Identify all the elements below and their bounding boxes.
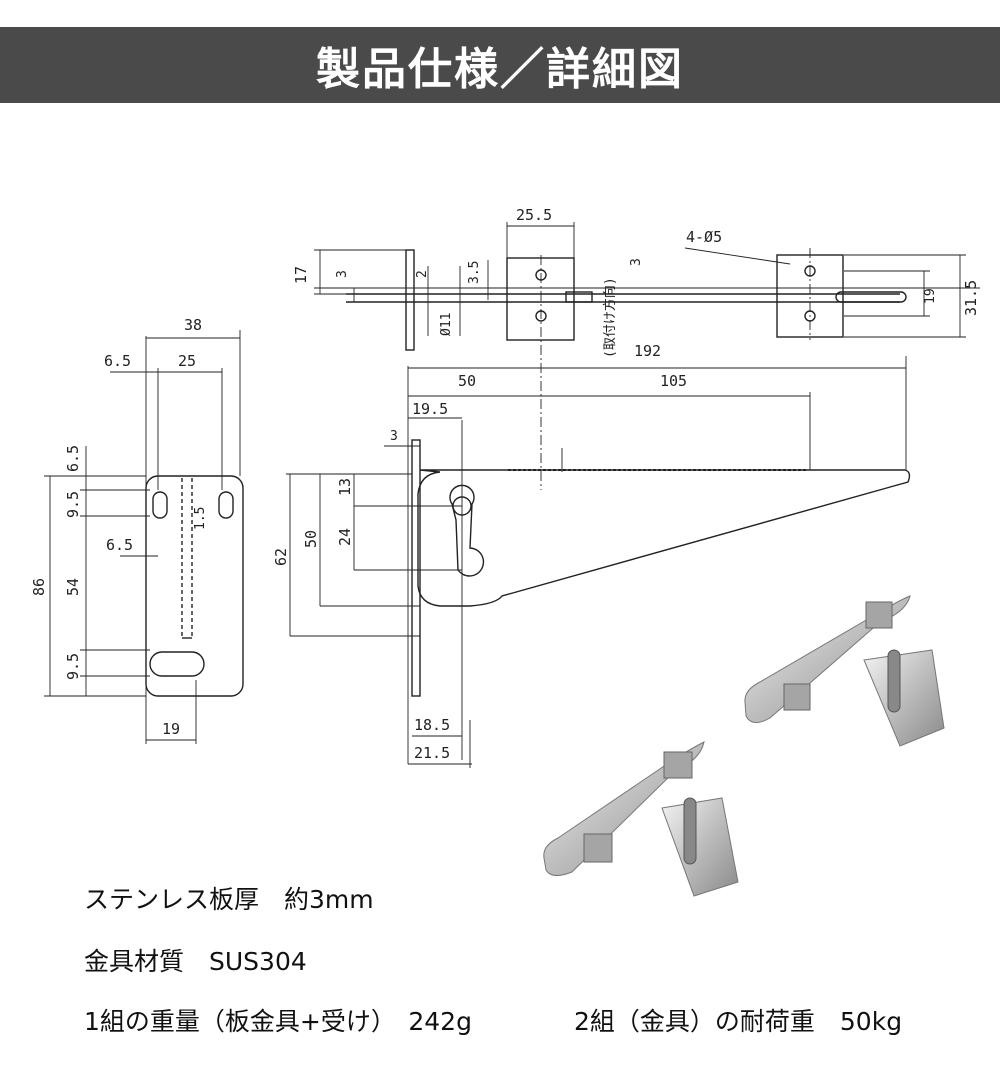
dim-19-bottom: 19	[162, 720, 180, 738]
dim-3-top: 3	[335, 270, 350, 278]
spec-load-capacity: 2組（金具）の耐荷重 50kg	[574, 1007, 903, 1036]
dim-86: 86	[30, 578, 48, 596]
dim-21-5: 21.5	[414, 744, 450, 762]
dim-3-thickness: 3	[629, 258, 644, 266]
dim-4-phi-5: 4-Ø5	[686, 228, 722, 246]
dim-38: 38	[184, 316, 202, 334]
dim-192: 192	[634, 342, 661, 360]
product-photo-set-1	[744, 595, 945, 747]
product-photo-set-2	[543, 741, 739, 897]
dim-phi-11: Ø11	[439, 313, 454, 336]
dim-105: 105	[660, 372, 687, 390]
dim-6-5-left: 6.5	[64, 445, 82, 472]
dim-direction: (取付け方向)	[602, 277, 618, 358]
side-view	[286, 356, 911, 768]
page-title: 製品仕様／詳細図	[316, 44, 684, 95]
front-slot-bottom	[149, 651, 205, 677]
dim-13: 13	[336, 478, 354, 496]
top-bracket-plate	[506, 257, 575, 341]
dim-9-5-top: 9.5	[64, 491, 82, 518]
bracket-back-plate	[411, 439, 421, 697]
dim-25: 25	[178, 352, 196, 370]
dim-slot-mark: 1.5	[193, 507, 208, 530]
dim-2: 2	[415, 270, 430, 278]
spec-material: 金具材質 SUS304	[84, 947, 307, 976]
front-hole-left	[152, 491, 168, 519]
dim-3-5: 3.5	[467, 261, 482, 284]
dim-3-side: 3	[390, 429, 398, 444]
dim-24: 24	[336, 528, 354, 546]
dim-17: 17	[292, 266, 310, 284]
dim-9-5-bottom: 9.5	[64, 653, 82, 680]
top-vertical-plate	[405, 249, 415, 351]
bracket-outline	[417, 469, 911, 607]
dim-54: 54	[64, 578, 82, 596]
dim-6-5-hole: 6.5	[106, 536, 133, 554]
bracket-hook-slot	[449, 484, 485, 577]
dim-31-5: 31.5	[962, 280, 980, 316]
spec-thickness: ステンレス板厚 約3mm	[84, 885, 374, 914]
front-hole-right	[218, 491, 234, 519]
dim-6-5-top: 6.5	[104, 352, 131, 370]
top-view	[314, 222, 980, 490]
spec-weight: 1組の重量（板金具+受け） 242g	[84, 1007, 472, 1036]
dim-50-side: 50	[302, 530, 320, 548]
header-bar: 製品仕様／詳細図	[0, 27, 1000, 103]
dim-19-5: 19.5	[412, 400, 448, 418]
front-view	[44, 330, 244, 744]
dim-25-5: 25.5	[516, 206, 552, 224]
dim-62: 62	[272, 548, 290, 566]
dim-50-top: 50	[458, 372, 476, 390]
dim-18-5: 18.5	[414, 716, 450, 734]
dim-19-top: 19	[923, 288, 938, 304]
